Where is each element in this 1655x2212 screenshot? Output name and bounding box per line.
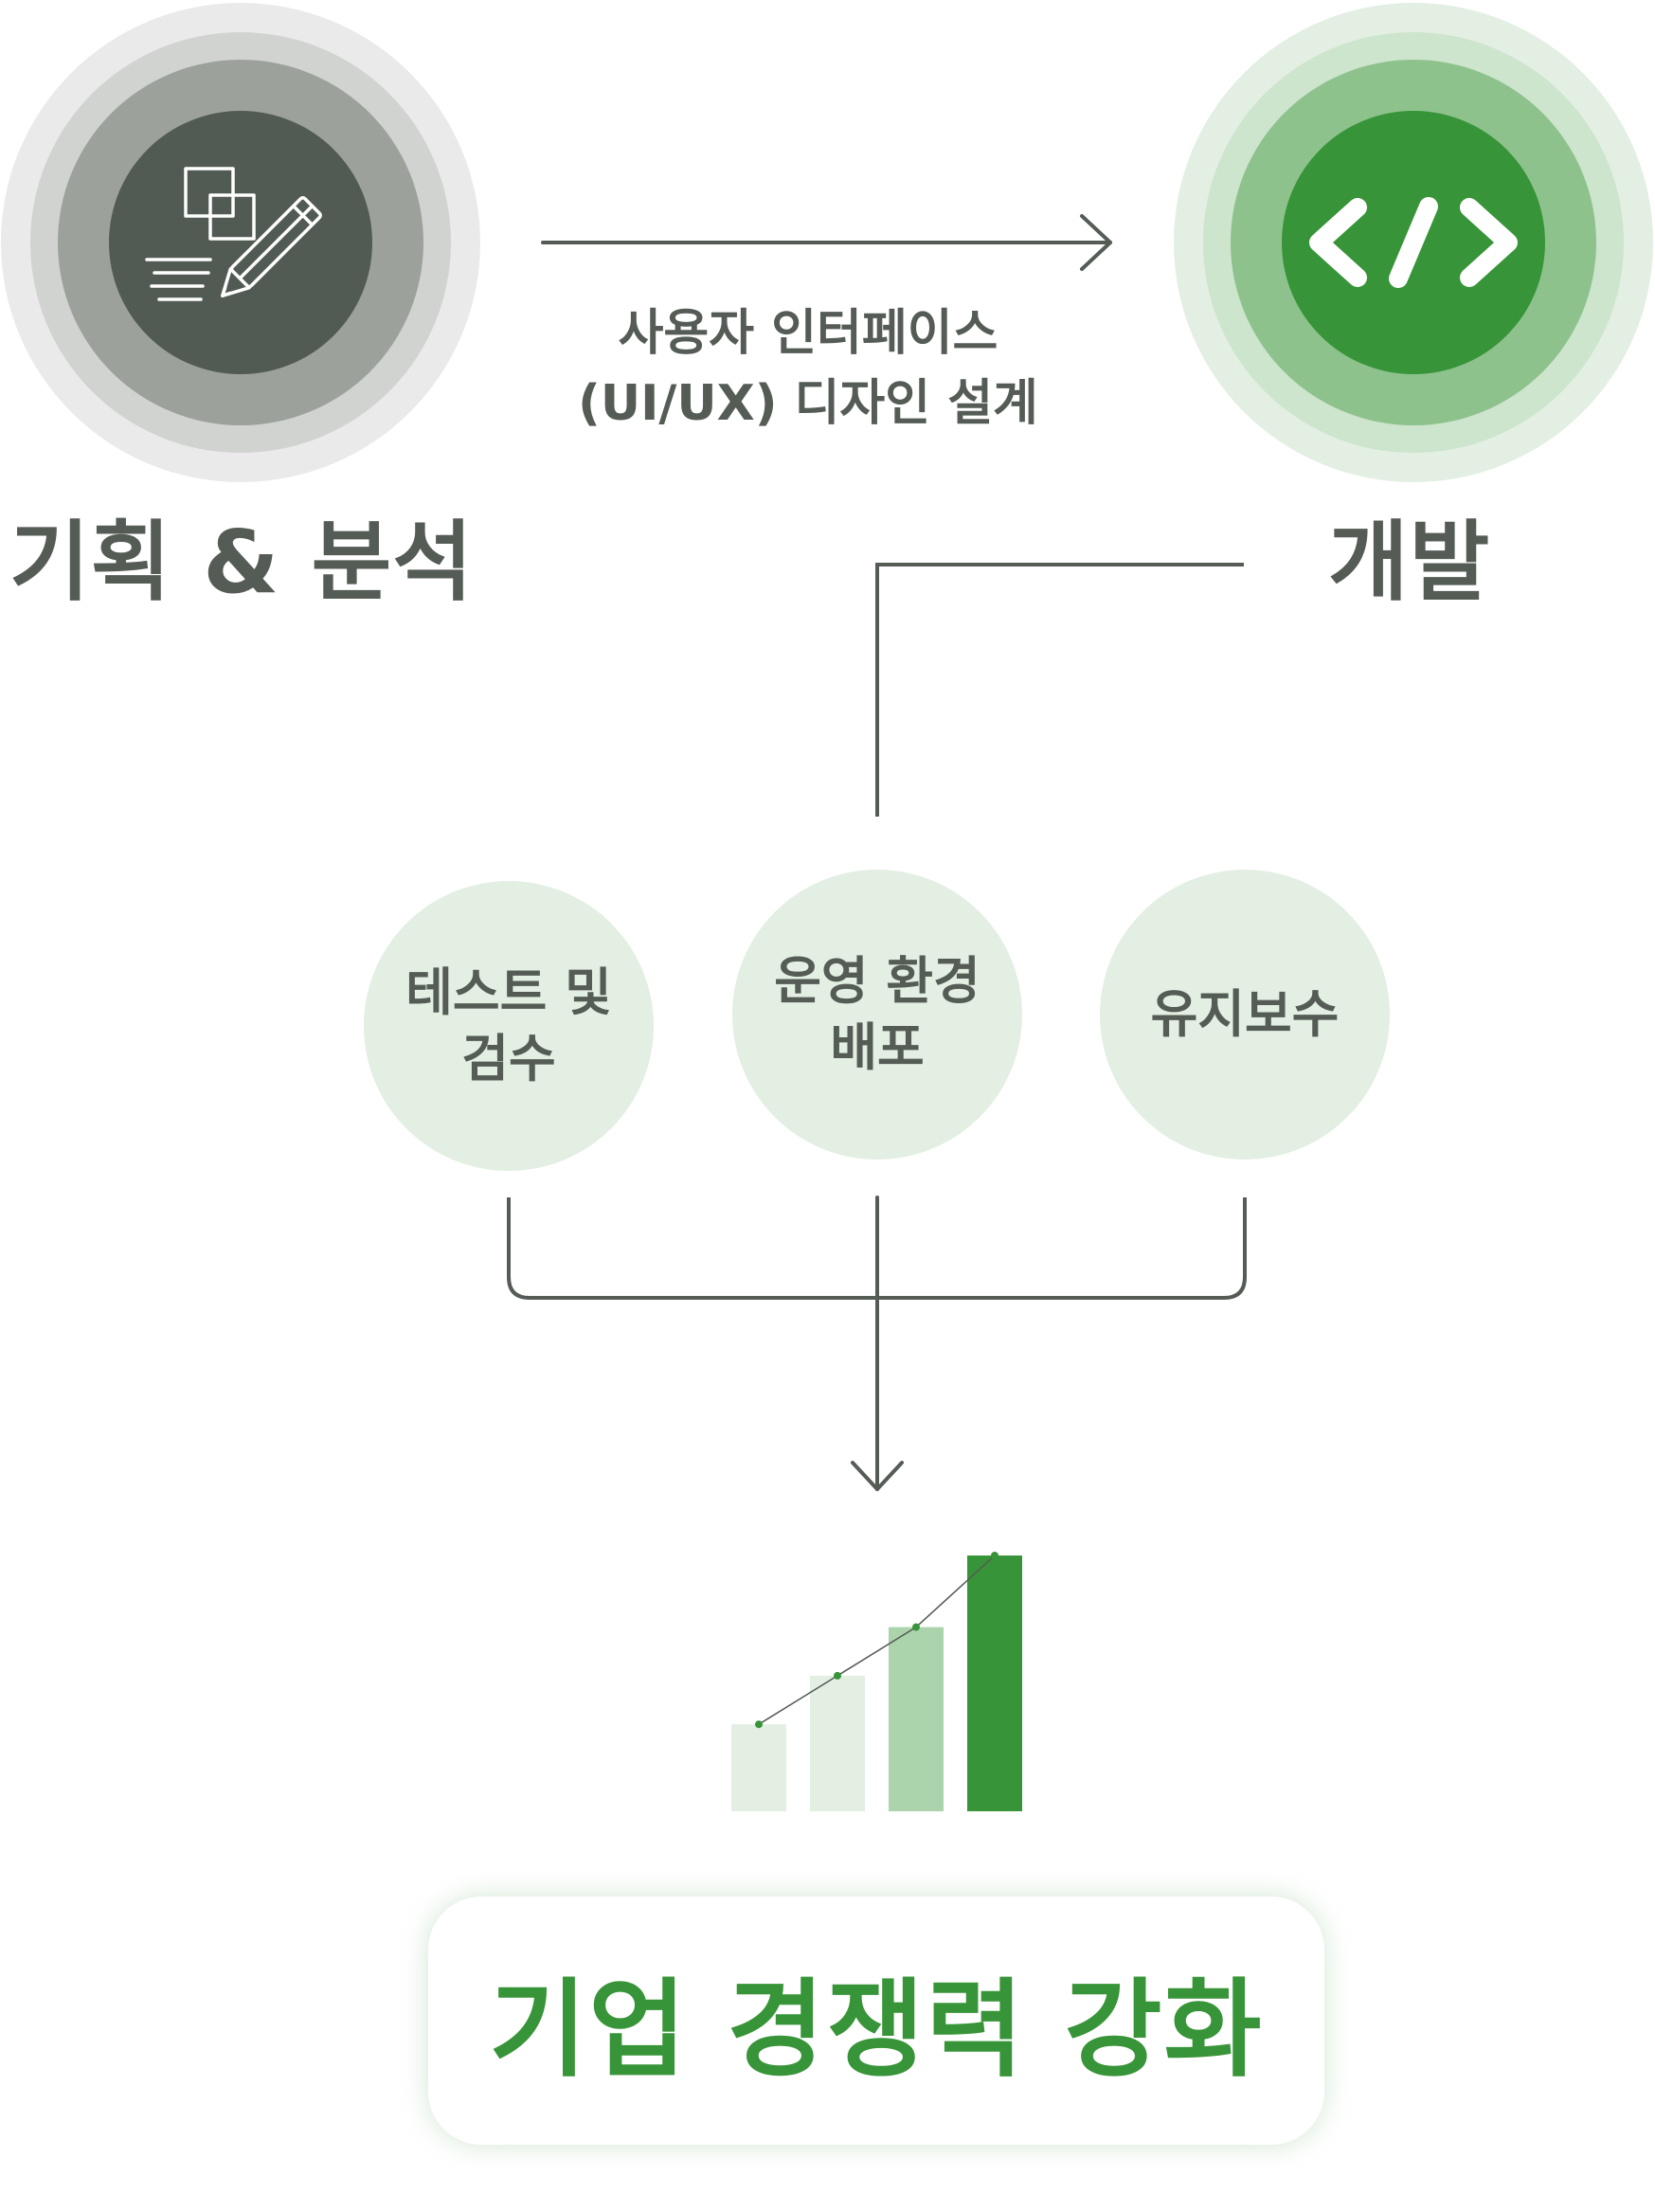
flow-label-line2: (UI/UX) 디자인 설계 [578, 374, 1038, 432]
step-label-testing: 테스트 및 검수 [405, 962, 612, 1088]
growth-trend-point [991, 1552, 998, 1559]
flow-label: 사용자 인터페이스 (UI/UX) 디자인 설계 [543, 299, 1073, 440]
growth-bar [810, 1675, 865, 1811]
result-text: 기업 경쟁력 강화 [489, 1969, 1264, 2092]
planning-stage-circle [1, 3, 480, 482]
growth-bar [967, 1556, 1022, 1811]
growth-trend-point [755, 1720, 763, 1729]
step-circle-maintenance: 유지보수 [1100, 870, 1390, 1160]
flow-arrow-down-to-result [851, 1196, 904, 1491]
development-stage-title: 개발 [1328, 512, 1491, 613]
growth-trend-point [912, 1623, 920, 1631]
growth-bar [731, 1724, 786, 1811]
result-box: 기업 경쟁력 강화 [428, 1897, 1324, 2145]
code-brackets-icon [1309, 197, 1518, 288]
flow-label-line1: 사용자 인터페이스 [618, 305, 998, 362]
step-label-deployment: 운영 환경 배포 [774, 950, 980, 1077]
growth-bar [889, 1627, 944, 1811]
flow-arrow-planning-to-development [541, 214, 1112, 271]
connector-development-to-steps [875, 563, 1244, 817]
growth-bar-chart-icon [731, 1552, 1022, 1811]
growth-trend-line [758, 1555, 996, 1725]
step-circle-testing: 테스트 및 검수 [364, 881, 654, 1171]
step-label-maintenance: 유지보수 [1150, 983, 1340, 1044]
step-circle-deployment: 운영 환경 배포 [732, 870, 1022, 1160]
planning-stage-title: 기획 & 분석 [9, 512, 474, 613]
development-stage-circle [1174, 3, 1653, 482]
design-pencil-icon [145, 167, 322, 301]
growth-trend-point [834, 1671, 841, 1680]
